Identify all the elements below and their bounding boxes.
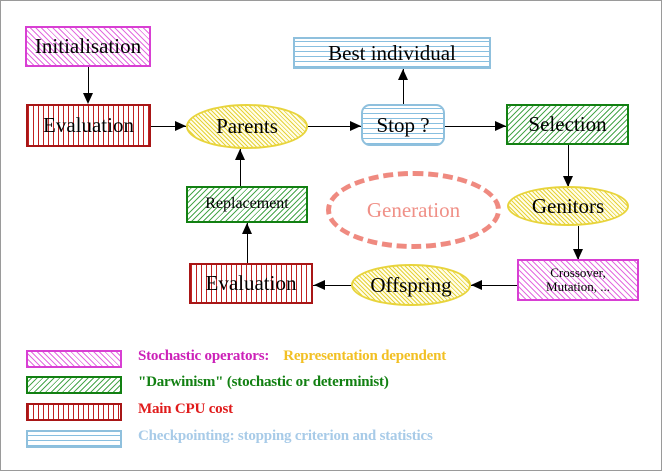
- legend-swatch-blue-horizontal: [26, 430, 122, 448]
- legend-text-main-cpu-cost: Main CPU cost: [138, 401, 233, 418]
- node-parents-label: Parents: [216, 114, 278, 139]
- node-selection-label: Selection: [528, 112, 607, 137]
- legend-swatch-green-diagonal: [26, 376, 122, 394]
- arrowhead-up-best-individual: [398, 69, 408, 80]
- node-crossover-mutation[interactable]: Crossover, Mutation, ...: [517, 259, 639, 301]
- legend-text-stochastic-operators: Stochastic operators: Representation depe…: [138, 348, 446, 365]
- legend-text-primary-1: "Darwinism" (stochastic or determinist): [138, 374, 389, 390]
- arrowhead-right-stop: [350, 121, 361, 131]
- connector-evaluation-to-replacement: [247, 223, 248, 265]
- node-initialisation[interactable]: Initialisation: [25, 26, 151, 67]
- connector-parents-to-stop: [308, 126, 361, 127]
- node-stop[interactable]: Stop ?: [361, 104, 445, 146]
- arrowhead-down-genitors: [563, 176, 573, 187]
- node-best-individual[interactable]: Best individual: [293, 37, 491, 69]
- node-selection[interactable]: Selection: [506, 104, 629, 145]
- connector-stop-to-selection: [445, 126, 506, 127]
- arrowhead-right-parents: [175, 121, 186, 131]
- node-initialisation-label: Initialisation: [34, 34, 142, 59]
- node-offspring-label: Offspring: [370, 272, 452, 297]
- node-genitors-label: Genitors: [531, 193, 605, 218]
- generation-label-ellipse: Generation: [326, 171, 501, 249]
- connector-replacement-to-parents: [240, 149, 241, 187]
- node-offspring[interactable]: Offspring: [351, 264, 471, 306]
- legend-text-checkpointing: Checkpointing: stopping criterion and st…: [138, 428, 433, 445]
- arrowhead-up-replacement: [242, 223, 252, 234]
- legend-text-primary-2: Main CPU cost: [138, 401, 233, 417]
- connector-genitors-to-crossover: [578, 226, 579, 261]
- connector-evaluation-to-parents: [151, 126, 186, 127]
- connector-stop-to-best-individual: [403, 69, 404, 105]
- legend-text-secondary-0: Representation dependent: [283, 348, 447, 364]
- arrowhead-left-offspring: [471, 280, 482, 290]
- node-replacement-label: Replacement: [205, 195, 289, 213]
- arrowhead-left-evaluation-bottom: [314, 280, 325, 290]
- generation-label: Generation: [366, 197, 461, 222]
- arrowhead-down-crossover: [573, 249, 583, 260]
- connector-offspring-to-evaluation: [313, 285, 353, 286]
- legend-swatch-magenta-diagonal: [26, 350, 122, 368]
- node-evaluation-bottom[interactable]: Evaluation: [189, 263, 313, 304]
- node-parents[interactable]: Parents: [186, 104, 308, 149]
- legend-text-darwinism: "Darwinism" (stochastic or determinist): [138, 374, 389, 391]
- arrowhead-down-evaluation-top: [83, 93, 93, 104]
- connector-initialisation-to-evaluation: [88, 67, 89, 97]
- arrowhead-up-parents: [235, 149, 245, 160]
- node-crossover-mutation-label: Crossover, Mutation, ...: [546, 265, 610, 294]
- legend-swatch-red-vertical: [26, 403, 122, 421]
- legend-text-primary-3: Checkpointing: stopping criterion and st…: [138, 428, 433, 444]
- connector-selection-to-genitors: [568, 145, 569, 187]
- node-evaluation-top-label: Evaluation: [43, 113, 134, 138]
- node-genitors[interactable]: Genitors: [507, 186, 629, 226]
- node-evaluation-top[interactable]: Evaluation: [26, 104, 151, 147]
- legend-text-primary-0: Stochastic operators:: [138, 348, 270, 364]
- node-replacement[interactable]: Replacement: [186, 186, 308, 223]
- node-stop-label: Stop ?: [376, 112, 430, 137]
- connector-crossover-to-offspring: [471, 285, 517, 286]
- node-evaluation-bottom-label: Evaluation: [205, 271, 297, 296]
- arrowhead-right-selection: [495, 121, 506, 131]
- node-best-individual-label: Best individual: [328, 40, 456, 65]
